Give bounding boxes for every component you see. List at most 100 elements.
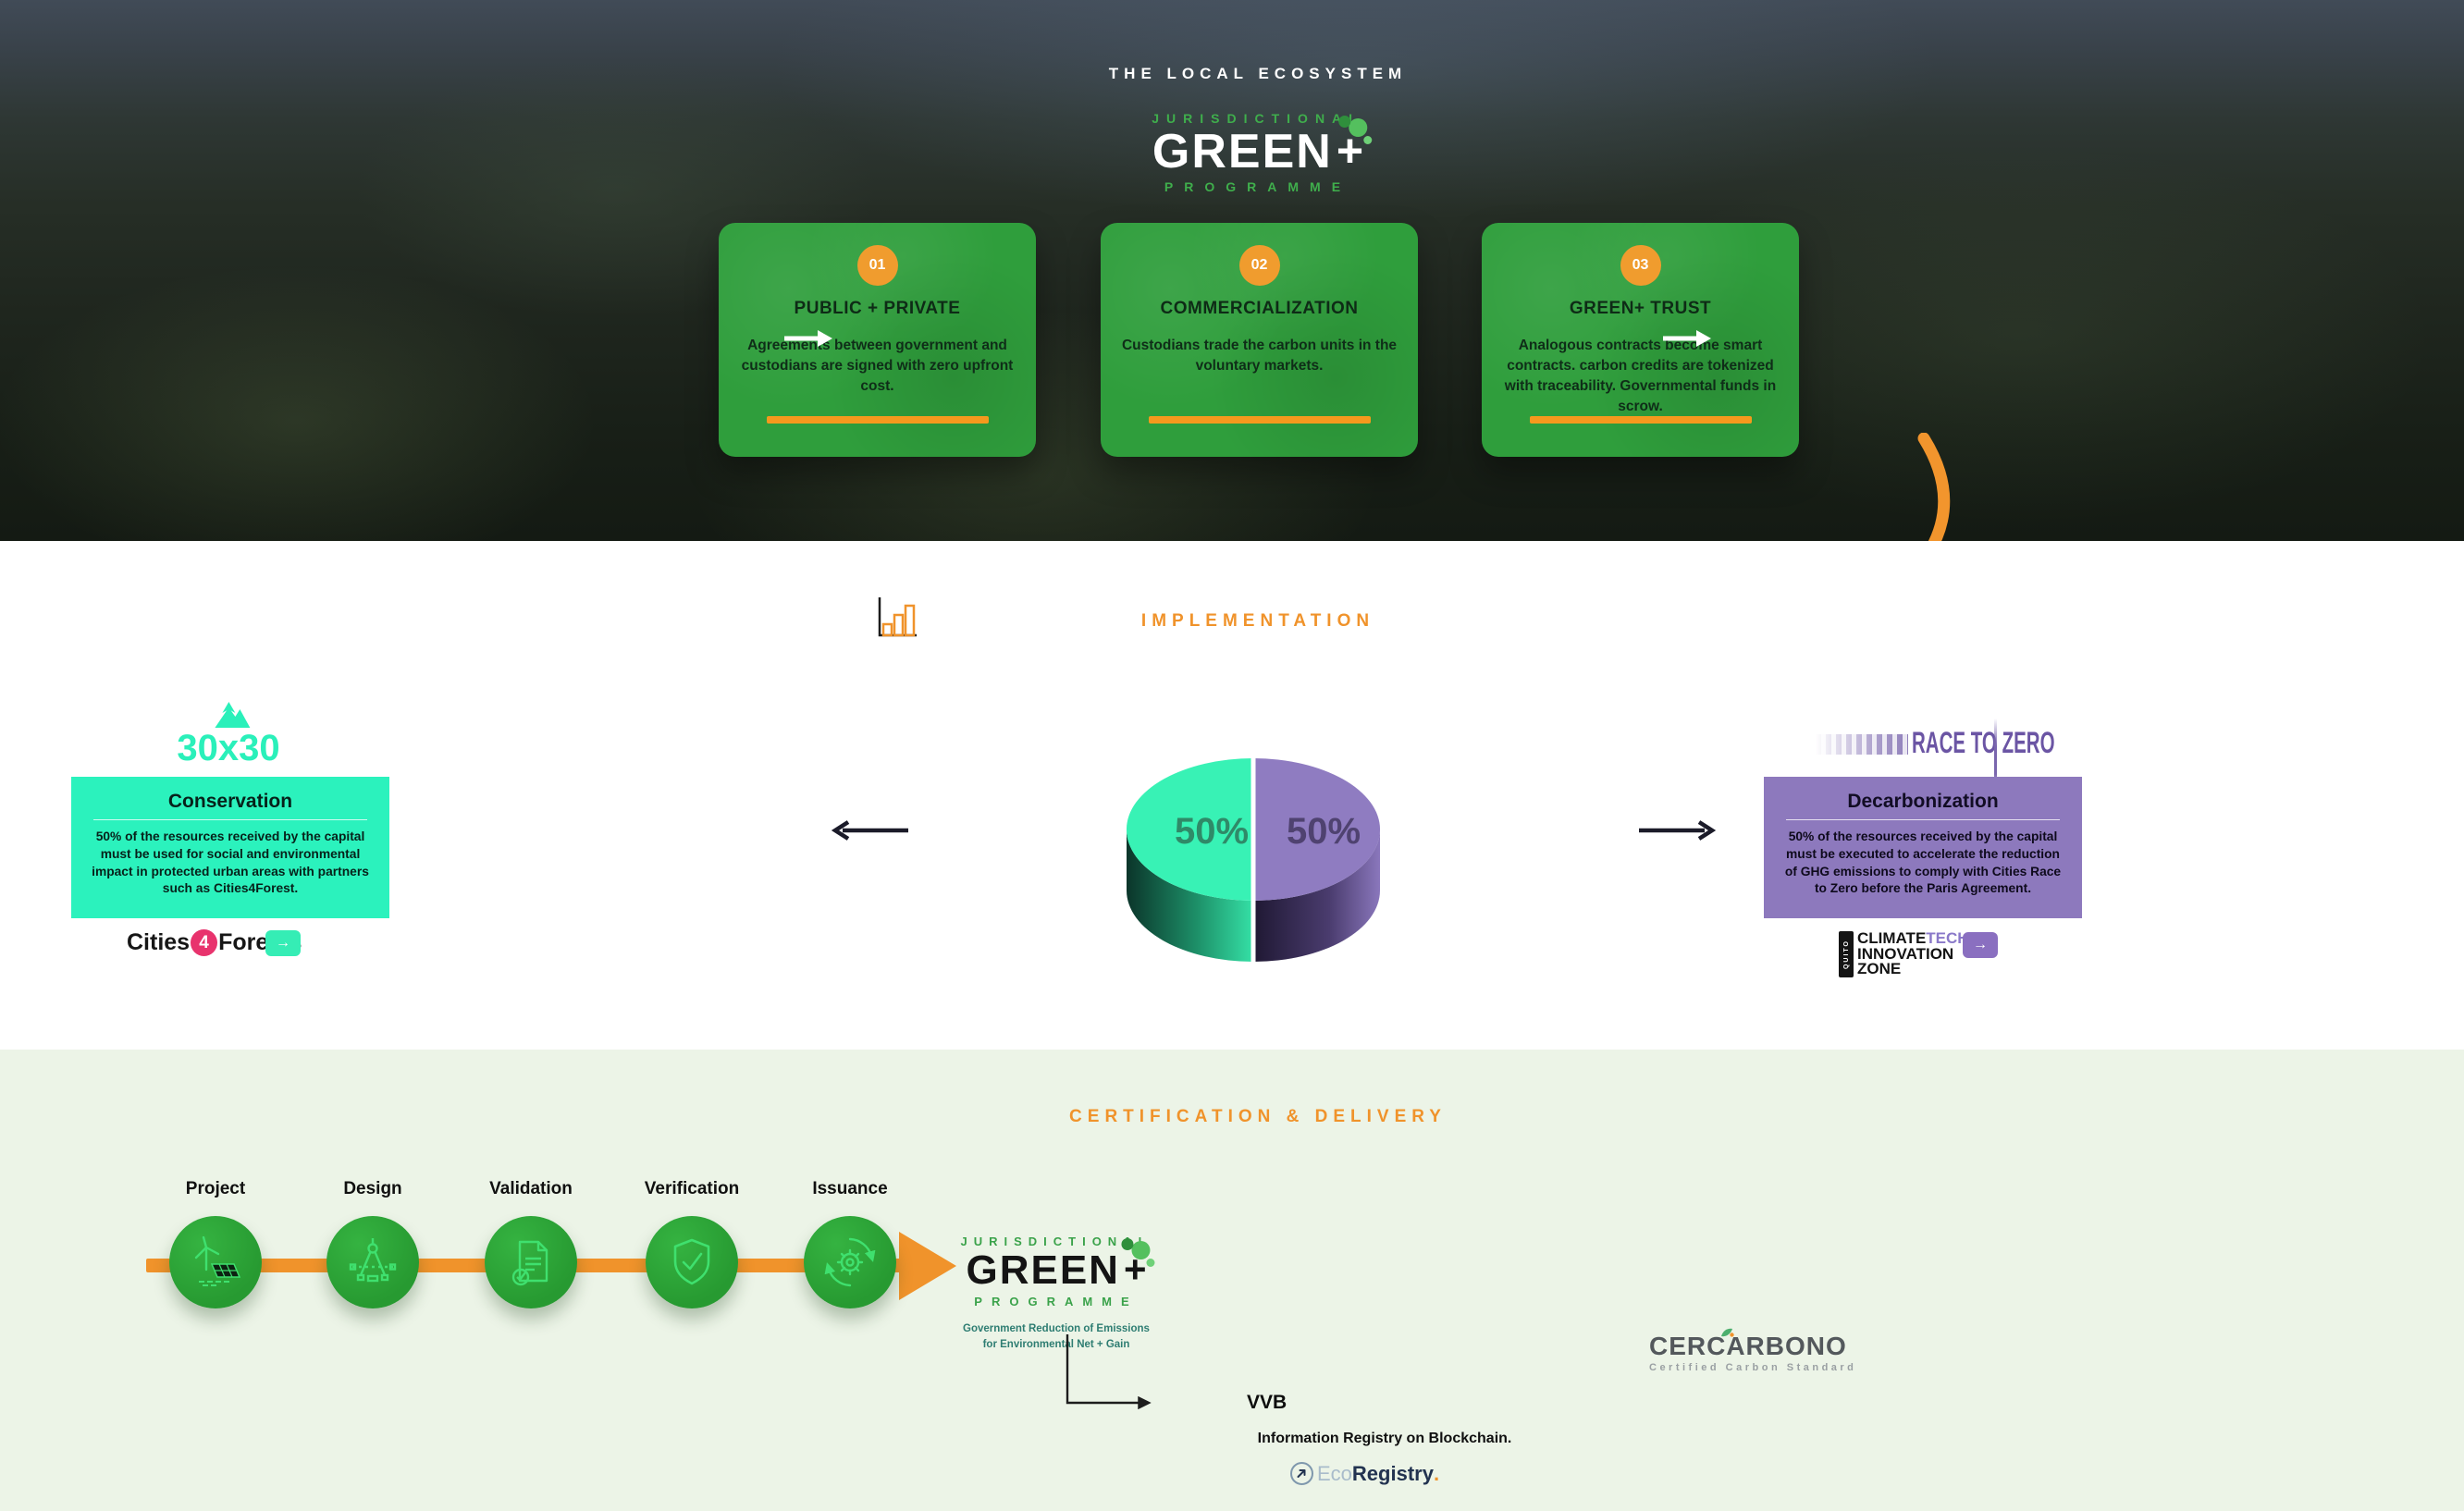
blockchain-registry-note: Information Registry on Blockchain. [1257,1431,1512,1446]
step-circle-validation [485,1216,577,1308]
ecoregistry-eco: Eco [1317,1461,1352,1485]
step-circle-design [326,1216,419,1308]
cercarbono-name: CERCARBONO [1649,1328,1856,1361]
connector-arrow-icon [1066,1334,1152,1410]
logo-jurisdictional: JURISDICTIONAL [1152,111,1364,126]
decarbonization-body: 50% of the resources received by the cap… [1784,829,2062,896]
logo-main-row: GREEN + [1152,116,1373,177]
bar-chart-icon [878,597,917,637]
step-circle-verification [646,1216,738,1308]
leaf-dot-icon [1146,1259,1155,1267]
implementation-section: IMPLEMENTATION 30x30 Conservation 50% of… [0,541,2464,1050]
cercarbono-logo: CERCARBONO Certified Carbon Standard [1649,1328,1857,1373]
card-body: Analogous contracts become smart contrac… [1504,338,1777,414]
card-accent-bar [1148,416,1371,424]
conservation-title: Conservation [167,791,293,812]
decarbonization-title: Decarbonization [1847,791,1999,812]
step-circle-project [169,1216,262,1308]
section-title-ecosystem: THE LOCAL ECOSYSTEM [1108,65,1408,82]
divider [93,819,367,820]
decarbonization-link-button[interactable]: → [1963,932,1998,958]
step-label-project: Project [185,1179,246,1198]
document-check-icon [511,1240,548,1286]
ecoregistry-icon [1290,1462,1313,1485]
shield-check-icon [673,1238,710,1285]
thirty-by-thirty-text: 30x30 [177,728,280,768]
vvb-label: VVB [1247,1392,1287,1413]
hero-section: THE LOCAL ECOSYSTEM JURISDICTIONAL GREEN… [0,0,2464,622]
step-number-badge: 02 [1238,245,1280,286]
race-to-zero-text: RACE TO ZERO [1912,726,2055,760]
step-label-validation: Validation [489,1179,573,1198]
leaf-icon [1721,1328,1734,1337]
leaf-dot-icon [1131,1241,1151,1259]
card-accent-bar [766,416,989,424]
ecoregistry-dot: . [1433,1461,1440,1485]
ecosystem-card-commercialization: 02 COMMERCIALIZATION Custodians trade th… [1101,223,1418,457]
pie-label-right: 50% [1287,811,1361,852]
mountain-icon [214,702,250,728]
plus-icon: + [1336,125,1364,177]
logo-plus-cluster: + [1121,1238,1155,1289]
leaf-dot-icon [1363,136,1373,144]
climatetech-side-bar: QUITO [1839,931,1854,977]
climatetech-innovation-zone-logo: QUITO CLIMATETECH INNOVATION ZONE [1839,929,1969,978]
arrow-right-icon[interactable] [1635,818,1717,842]
race-to-zero-logo: RACE TO ZERO [1816,727,2086,760]
pie-slice-decarbonization [1253,758,1381,901]
conservation-card: Conservation 50% of the resources receiv… [71,777,389,918]
greenplus-logo-footer: JURISDICTIONAL GREEN + PROGRAMME Governm… [960,1235,1155,1352]
step-number-badge: 03 [1620,245,1661,286]
greenplus-logo: JURISDICTIONAL GREEN + PROGRAMME [1152,111,1373,194]
pie-label-left: 50% [1175,811,1249,852]
wind-turbine-solar-icon [194,1236,241,1286]
carousel-arrow-icon[interactable] [1661,329,1713,348]
card-accent-bar [1529,416,1752,424]
card-title: COMMERCIALIZATION [1160,299,1359,318]
logo-main-row: GREEN + [966,1238,1155,1293]
conservation-body: 50% of the resources received by the cap… [92,829,369,896]
allocation-pie-chart: 50% 50% [1126,756,1381,966]
decarbonization-card: Decarbonization 50% of the resources rec… [1764,777,2082,918]
cities4forests-four-badge: 4 [191,929,218,956]
card-body: Agreements between government and custod… [741,338,1014,394]
leaf-dot-icon [1349,118,1368,137]
card-title: GREEN+ TRUST [1569,299,1712,318]
race-streak-graphic [1816,733,1908,755]
step-label-issuance: Issuance [812,1179,888,1198]
step-label-verification: Verification [644,1179,740,1198]
gear-process-icon [824,1237,876,1287]
card-title: PUBLIC + PRIVATE [794,299,961,318]
logo-programme: PROGRAMME [1164,179,1352,194]
logo-green-word: GREEN [966,1247,1120,1293]
drafting-compass-icon [349,1238,397,1283]
card-body: Custodians trade the carbon units in the… [1121,338,1398,374]
certification-heading: CERTIFICATION & DELIVERY [1069,1107,1447,1126]
ecosystem-card-green-trust: 03 GREEN+ TRUST Analogous contracts beco… [1482,223,1799,457]
ecoregistry-registry: Registry [1351,1461,1434,1485]
climatetech-city: QUITO [1842,939,1850,969]
implementation-heading: IMPLEMENTATION [1140,611,1375,631]
conservation-link-button[interactable]: → [265,930,301,956]
logo-plus-cluster: + [1336,116,1373,177]
pie-side-right [1253,829,1380,962]
cities4forests-cities: Cities [127,929,191,955]
step-circle-issuance [804,1216,896,1308]
cercarbono-tagline: Certified Carbon Standard [1649,1362,1857,1373]
climatetech-line3: ZONE [1857,960,1902,978]
race-vertical-line [1994,719,1997,798]
leaf-dot-icon [1121,1238,1134,1250]
climatetech-line2: INNOVATION [1857,944,1954,963]
logo-jurisdictional: JURISDICTIONAL [960,1235,1152,1248]
arrow-left-icon[interactable] [831,818,912,842]
certification-section: CERTIFICATION & DELIVERY Project Design … [0,1050,2464,1511]
pie-slice-conservation [1126,758,1253,901]
pie-side-left [1127,829,1253,962]
divider [1786,819,2060,820]
climatetech-line1: CLIMATETECH [1857,929,1969,947]
carousel-arrow-icon[interactable] [782,329,834,348]
logo-programme: PROGRAMME [974,1295,1139,1308]
step-number-badge: 01 [856,245,898,286]
